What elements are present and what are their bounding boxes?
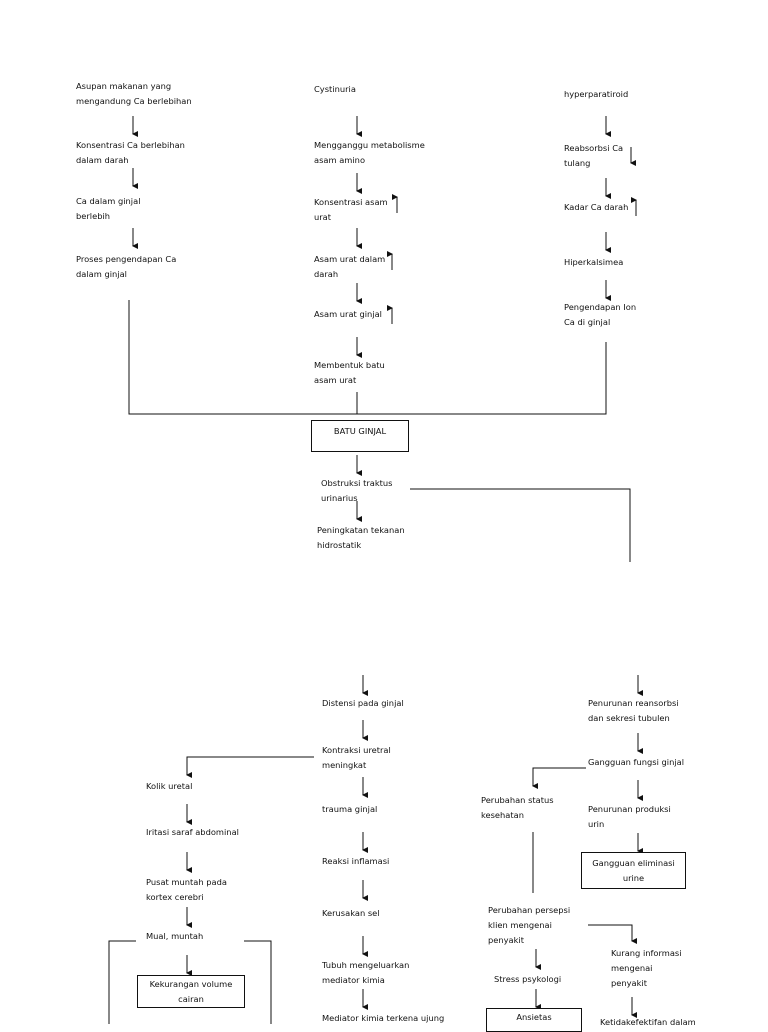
side-line <box>244 940 272 1024</box>
node-reaksi-inflamasi: Reaksi inflamasi <box>322 856 390 866</box>
node-proses-pengendapan: Proses pengendapan Ca dalam ginjal <box>76 254 177 279</box>
node-membentuk-batu: Membentuk batu asam urat <box>314 360 385 385</box>
node-perubahan-status: Perubahan status kesehatan <box>481 795 554 820</box>
node-penurunan-reabsorbsi: Penurunan reansorbsi dan sekresi tubulen <box>588 698 679 723</box>
batu-ginjal-label: BATU GINJAL <box>333 426 387 436</box>
node-mediator-kimia: Mediator kimia terkena ujung <box>322 1013 445 1023</box>
node-obstruksi: Obstruksi traktus urinarius <box>321 478 393 503</box>
node-perubahan-persepsi: Perubahan persepsi klien mengenai penyak… <box>488 905 571 945</box>
node-kolik-uretal: Kolik uretal <box>146 781 193 791</box>
node-kerusakan-sel: Kerusakan sel <box>322 908 380 918</box>
node-reabsorbsi-ca: Reabsorbsi Ca tulang <box>564 143 624 168</box>
node-asam-urat-darah: Asam urat dalam darah <box>314 254 386 279</box>
node-gangguan-fungsi-ginjal: Gangguan fungsi ginjal <box>588 757 685 767</box>
node-iritasi-saraf: Iritasi saraf abdominal <box>146 827 239 837</box>
node-penurunan-produksi: Penurunan produksi urin <box>588 804 671 829</box>
node-tubuh-mediator: Tubuh mengeluarkan mediator kimia <box>322 960 410 985</box>
node-pengendapan-ion: Pengendapan Ion Ca di ginjal <box>564 302 637 327</box>
branch-line <box>588 924 637 944</box>
node-cystinuria: Cystinuria <box>314 84 356 94</box>
ansietas-box: Ansietas <box>486 1008 582 1032</box>
node-asam-urat-ginjal: Asam urat ginjal <box>314 309 382 319</box>
branch-line <box>410 488 631 562</box>
node-mengganggu: Mengganggu metabolisme asam amino <box>314 140 425 165</box>
node-hiperkalsimea: Hiperkalsimea <box>564 257 624 267</box>
node-distensi: Distensi pada ginjal <box>322 698 404 708</box>
ansietas-label: Ansietas <box>516 1012 552 1022</box>
gangguan-eliminasi-box: Gangguan eliminasi urine <box>581 852 686 889</box>
kekurangan-volume-label: Kekurangan volume cairan <box>149 978 233 1004</box>
side-line <box>108 940 136 1024</box>
node-konsentrasi-ca: Konsentrasi Ca berlebihan dalam darah <box>76 140 185 165</box>
kekurangan-volume-box: Kekurangan volume cairan <box>137 975 245 1008</box>
node-mual-muntah: Mual, muntah <box>146 931 204 941</box>
node-kadar-ca-darah: Kadar Ca darah <box>564 202 629 212</box>
node-kontraksi-uretral: Kontraksi uretral meningkat <box>322 745 391 770</box>
node-konsentrasi-asam-urat: Konsentrasi asam urat <box>314 197 388 222</box>
node-peningkatan-tekanan: Peningkatan tekanan hidrostatik <box>317 525 405 550</box>
node-stress-psykologi: Stress psykologi <box>494 974 562 984</box>
branch-line <box>186 756 314 778</box>
node-hyperparatiroid: hyperparatiroid <box>564 89 629 99</box>
node-pusat-muntah: Pusat muntah pada kortex cerebri <box>146 877 227 902</box>
node-kurang-informasi: Kurang informasi mengenai penyakit <box>611 948 682 988</box>
branch-line <box>532 767 586 789</box>
batu-ginjal-box: BATU GINJAL <box>311 420 409 452</box>
merge-line <box>128 300 607 415</box>
gangguan-eliminasi-label: Gangguan eliminasi urine <box>592 857 675 883</box>
node-ca-dalam-ginjal: Ca dalam ginjal berlebih <box>76 196 141 221</box>
node-ketidakefektifan: Ketidakefektifan dalam <box>600 1017 696 1027</box>
node-trauma-ginjal: trauma ginjal <box>322 804 378 814</box>
node-asupan: Asupan makanan yang mengandung Ca berleb… <box>76 81 192 106</box>
